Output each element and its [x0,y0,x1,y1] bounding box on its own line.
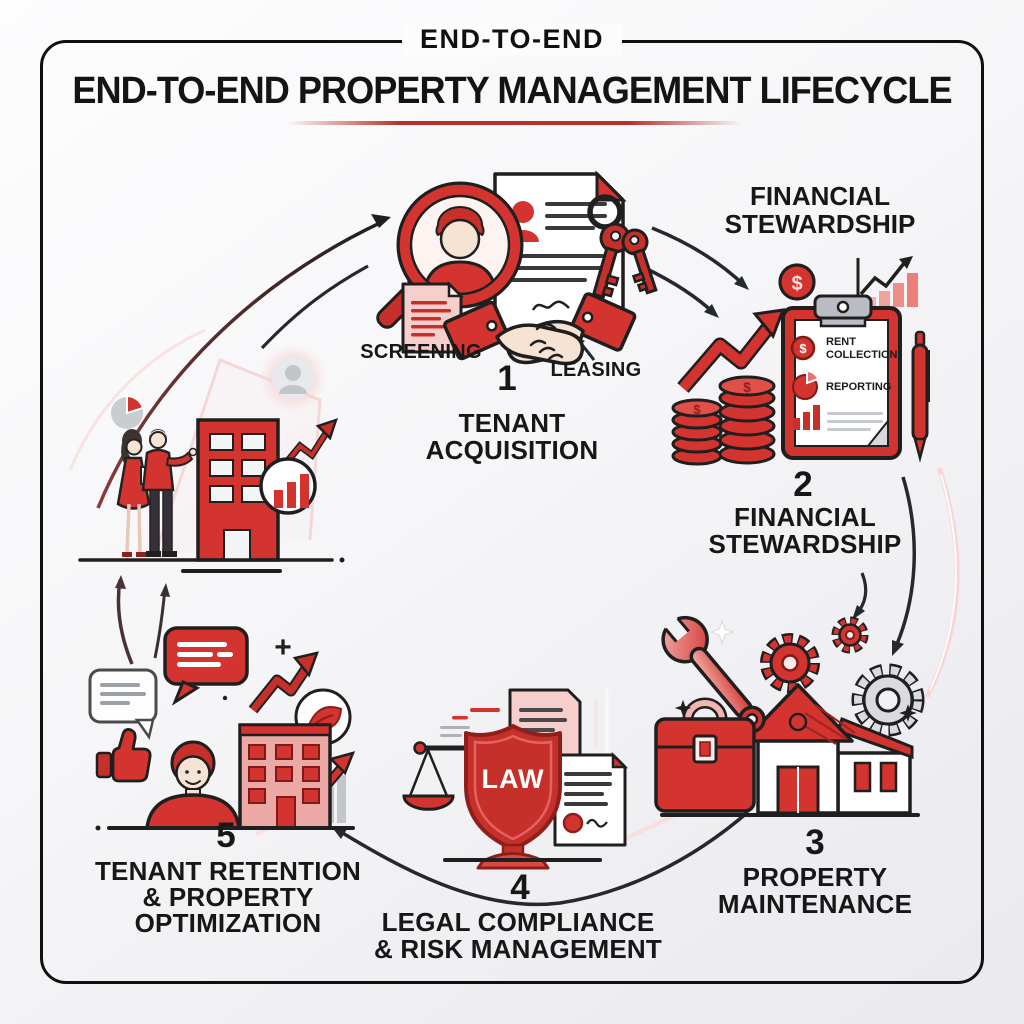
tag-screening: SCREENING [360,341,482,363]
coin-stacks-icon: $ $ [671,375,776,466]
growth-arrow-icon [677,308,786,393]
svg-text:$: $ [743,379,751,395]
page-title: END-TO-END PROPERTY MANAGEMENT LIFECYCLE [72,70,952,112]
speech-bubbles-icon [88,626,249,740]
scales-icon [402,741,505,811]
ground-line [95,825,355,831]
avatar-icon [266,351,320,405]
stage2-preview-line2: STEWARDSHIP [724,209,916,239]
arrow-financial-to-maintenance [852,476,917,656]
certificate-icon [553,751,629,847]
stage4-number: 4 [510,868,530,907]
svg-text:LAW: LAW [482,764,545,794]
house-icon [742,683,914,815]
pen-icon [911,330,930,463]
stage1-number: 1 [497,359,517,398]
pie-chart-icon [111,394,145,429]
ground-line [78,557,345,573]
arrow-acquisition-to-financial [644,226,749,318]
bar-chart-badge-icon [259,457,317,515]
apartment-building-icon [238,723,332,830]
stage1-icons [376,170,658,366]
stage5-title-line1: TENANT RETENTION [94,856,362,886]
svg-text:$: $ [693,402,701,417]
clipboard-item-rent-collection: RENT COLLECTION [826,336,898,361]
dollar-coin-icon: $ [778,263,816,301]
arrow-retention-to-acquisition [96,214,391,509]
svg-text:$: $ [799,341,807,356]
keys-icon [587,194,658,299]
stage4-icons: LAW [402,688,629,870]
stage5-title-line3: OPTIMIZATION [134,908,322,938]
title-underline [287,121,742,125]
stage3-number: 3 [805,823,825,862]
stage2-title-line1: FINANCIAL [734,502,876,532]
property-agents-illustration [78,351,345,573]
svg-text:$: $ [791,273,802,295]
speed-lines [440,708,500,737]
law-shield-icon: LAW [464,724,562,870]
stage3-title-line1: PROPERTY [742,862,888,892]
stage2-preview-line1: FINANCIAL [749,181,891,211]
arrow-retention-up [115,575,170,665]
stage2-number: 2 [793,465,813,504]
clipboard-icon: $ [781,294,902,460]
gear-icon [760,616,925,737]
plus-icon: + [274,631,292,664]
stage3-icons [654,615,925,817]
tenant-person-icon [145,740,241,830]
stage2-icons: $ $ $ $ [671,256,930,466]
stage4-title-line2: & RISK MANAGEMENT [374,934,662,964]
stage5-icons: + [88,626,356,831]
tag-leasing: LEASING [550,359,642,381]
stage1-title-line2: ACQUISITION [425,435,599,465]
application-doc-icon [401,280,465,354]
handshake-icon [443,292,637,366]
stage4-title-line1: LEGAL COMPLIANCE [381,907,655,937]
thumbs-up-icon [95,728,152,783]
agents-icon [116,429,198,557]
clipboard-item-reporting: REPORTING [826,381,892,393]
kicker-label: END-TO-END [401,24,623,55]
stage2-title-line2: STEWARDSHIP [708,529,902,559]
toolbox-icon [654,697,756,813]
stage1-title-line1: TENANT [458,408,566,438]
stage5-title-line2: & PROPERTY [142,882,314,912]
stage5-number: 5 [216,816,236,855]
trend-arrow-icon [279,418,338,471]
stage3-title-line2: MAINTENANCE [717,889,913,919]
